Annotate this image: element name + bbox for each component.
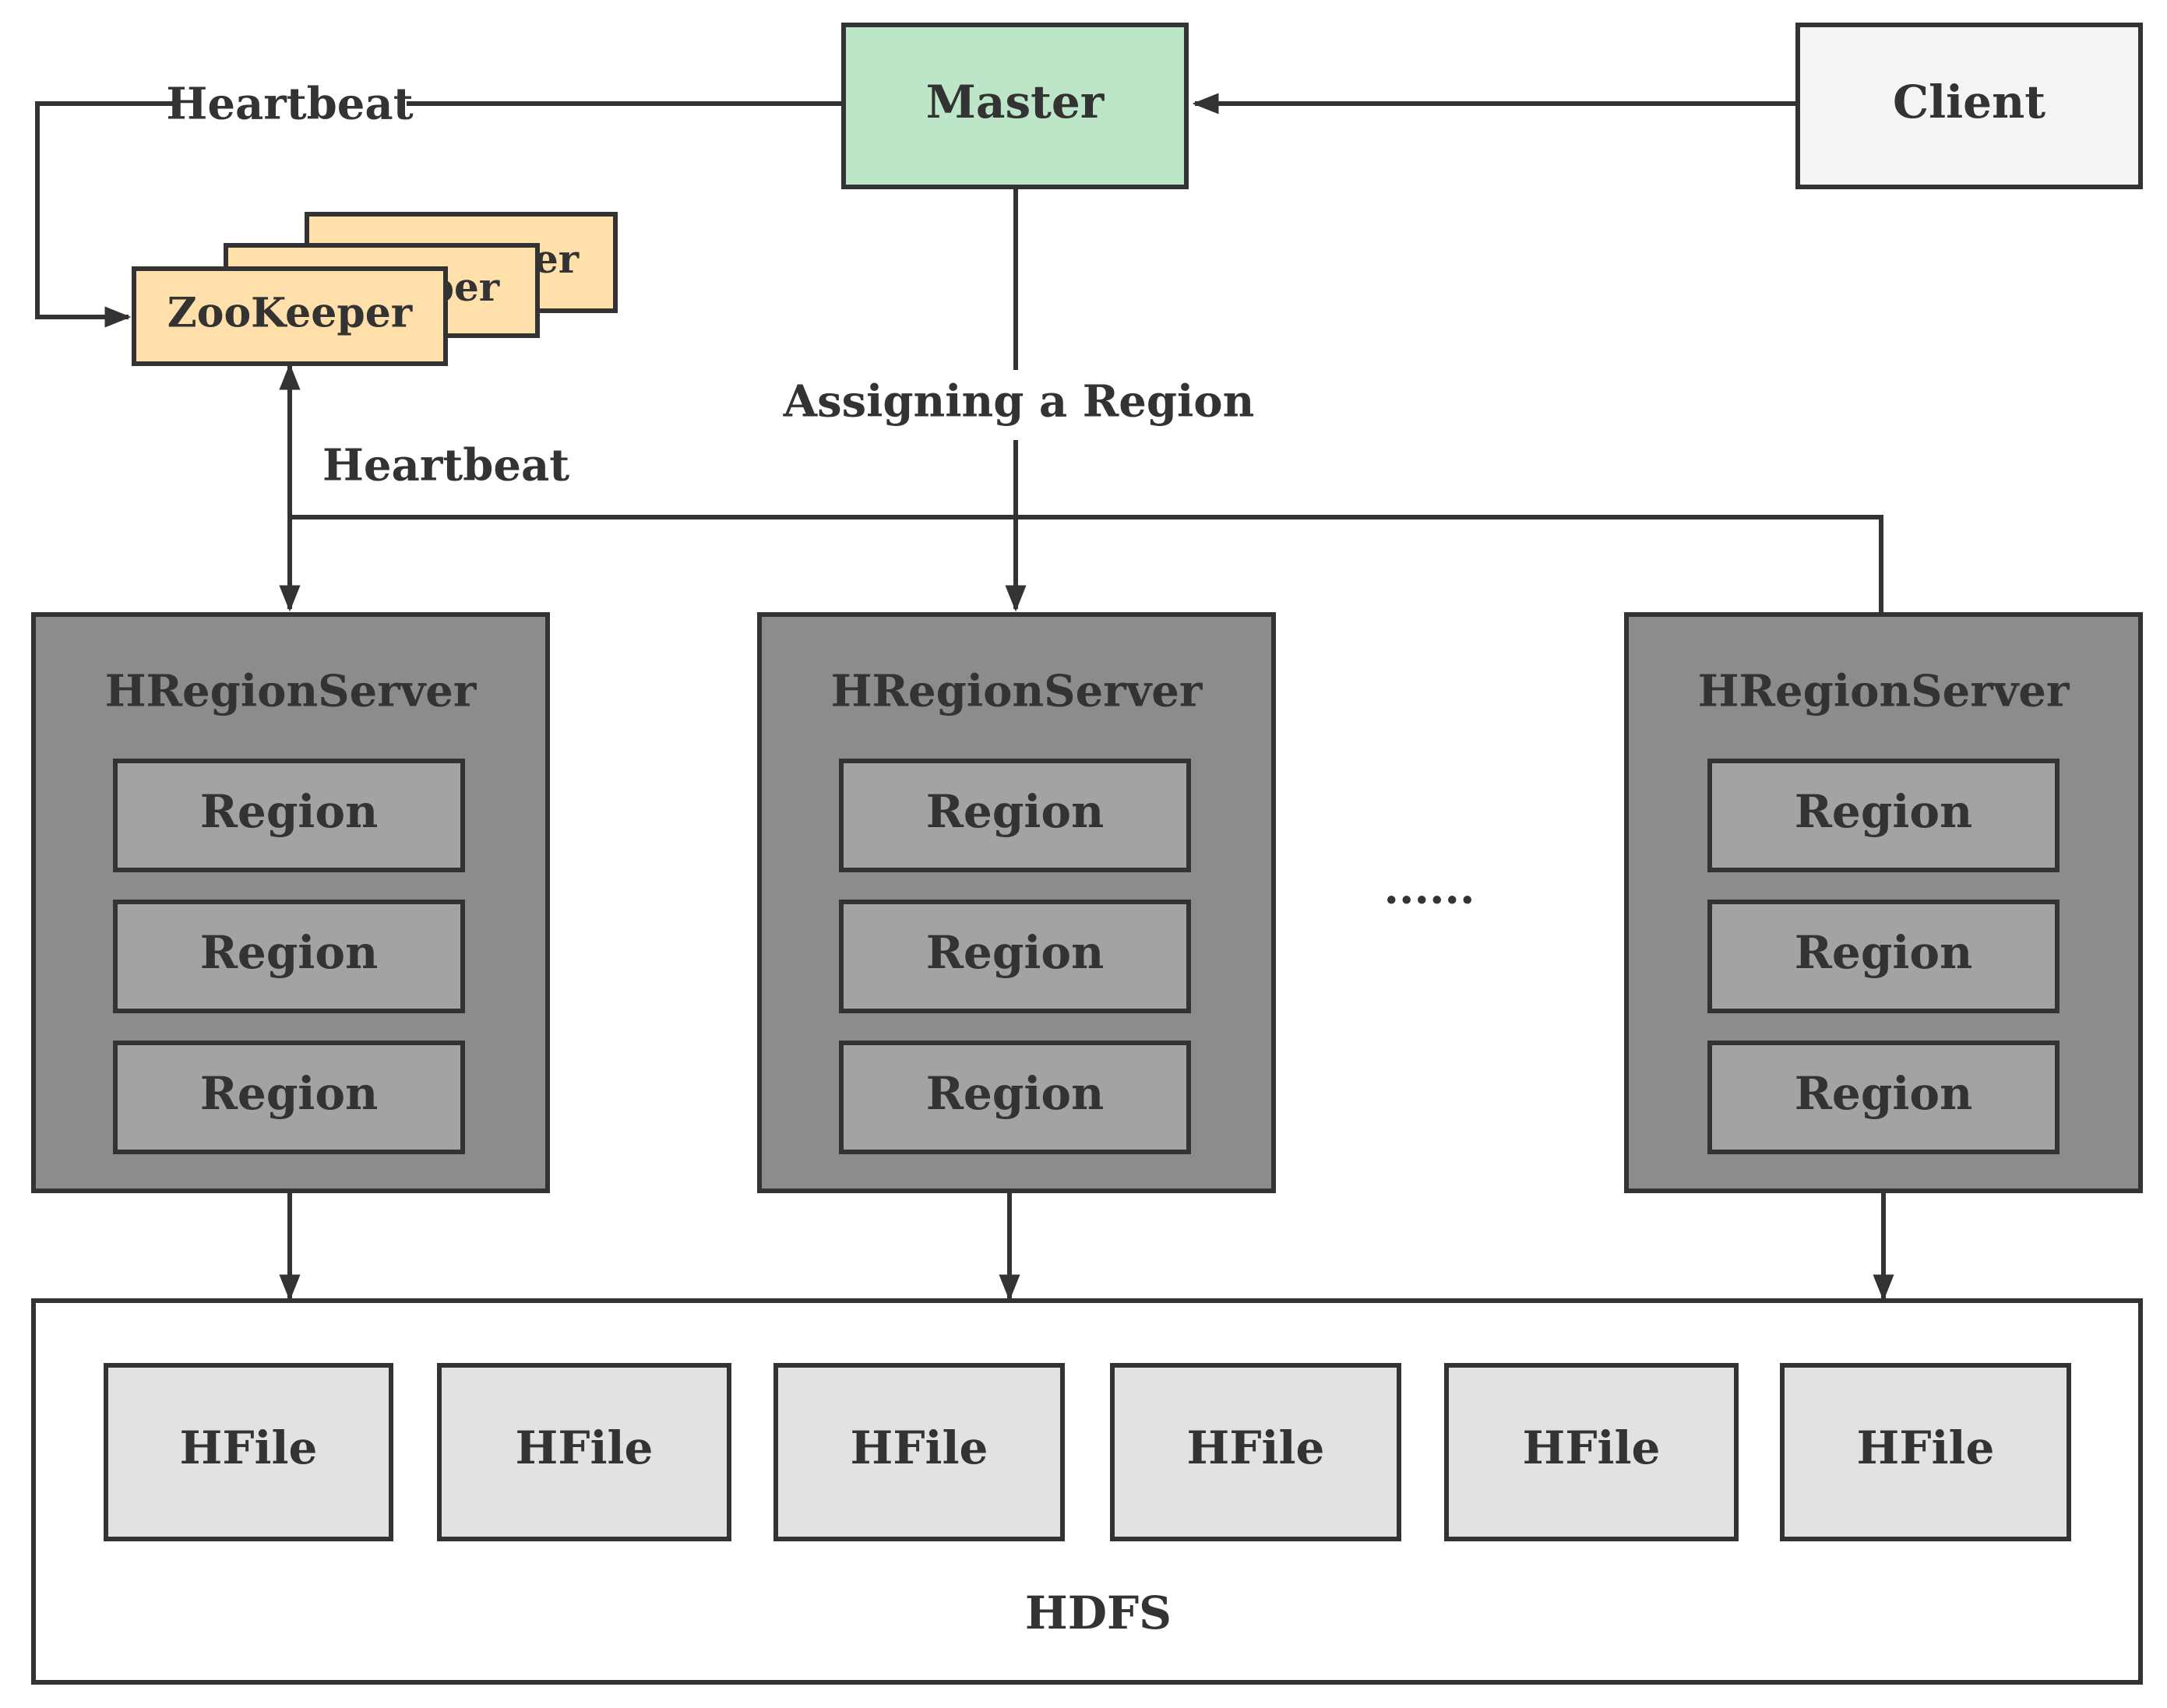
zookeeper-front-label: ZooKeeper [167, 290, 413, 337]
hfile-label: HFile [180, 1421, 318, 1474]
hfile-box: HFile [1780, 1363, 2071, 1541]
region-box: Region [1707, 900, 2060, 1013]
edge-heartbeat-bus [290, 515, 1883, 613]
hfile-label: HFile [1857, 1421, 1995, 1474]
hfile-box: HFile [104, 1363, 393, 1541]
hfile-box: HFile [1444, 1363, 1739, 1541]
heartbeat-top-label: Heartbeat [166, 79, 413, 130]
region-label: Region [926, 1067, 1105, 1120]
edge-master-zookeeper-heartbeat [35, 101, 844, 328]
region-box: Region [113, 900, 465, 1013]
region-label: Region [926, 926, 1105, 979]
region-label: Region [926, 785, 1105, 838]
hfile-label: HFile [851, 1421, 988, 1474]
master-node: Master [841, 23, 1189, 189]
hdfs-label: HDFS [1025, 1587, 1172, 1639]
region-box: Region [113, 1041, 465, 1154]
region-label: Region [1795, 926, 1973, 979]
region-label: Region [200, 1067, 379, 1120]
region-box: Region [839, 1041, 1191, 1154]
region-label: Region [200, 926, 379, 979]
hregionserver-label: HRegionServer [831, 666, 1203, 717]
region-label: Region [1795, 785, 1973, 838]
region-box: Region [839, 759, 1191, 872]
hfile-box: HFile [1110, 1363, 1401, 1541]
hdfs-container: HDFS HFile HFile HFile HFile HFile HFile [31, 1298, 2143, 1685]
hfile-label: HFile [1523, 1421, 1661, 1474]
master-label: Master [926, 76, 1105, 129]
region-box: Region [1707, 759, 2060, 872]
client-node: Client [1795, 23, 2143, 189]
assigning-region-label: Assigning a Region [783, 376, 1255, 428]
region-label: Region [1795, 1067, 1973, 1120]
region-label: Region [200, 785, 379, 838]
client-label: Client [1893, 76, 2045, 129]
heartbeat-top-label-bg [173, 80, 407, 130]
zookeeper-node-front: ZooKeeper [132, 266, 448, 366]
hfile-box: HFile [773, 1363, 1065, 1541]
hregionserver-label: HRegionServer [1698, 666, 2070, 717]
assigning-label-bg [795, 370, 1239, 440]
hregionserver-3: HRegionServer Region Region Region [1624, 612, 2143, 1193]
region-box: Region [1707, 1041, 2060, 1154]
more-servers-ellipsis: ...... [1384, 863, 1475, 914]
hregionserver-1: HRegionServer Region Region Region [31, 612, 550, 1193]
region-box: Region [839, 900, 1191, 1013]
heartbeat-bottom-label: Heartbeat [322, 440, 569, 491]
hfile-label: HFile [1187, 1421, 1325, 1474]
hregionserver-label: HRegionServer [105, 666, 477, 717]
hfile-label: HFile [516, 1421, 654, 1474]
hregionserver-2: HRegionServer Region Region Region [757, 612, 1276, 1193]
hfile-box: HFile [437, 1363, 731, 1541]
region-box: Region [113, 759, 465, 872]
